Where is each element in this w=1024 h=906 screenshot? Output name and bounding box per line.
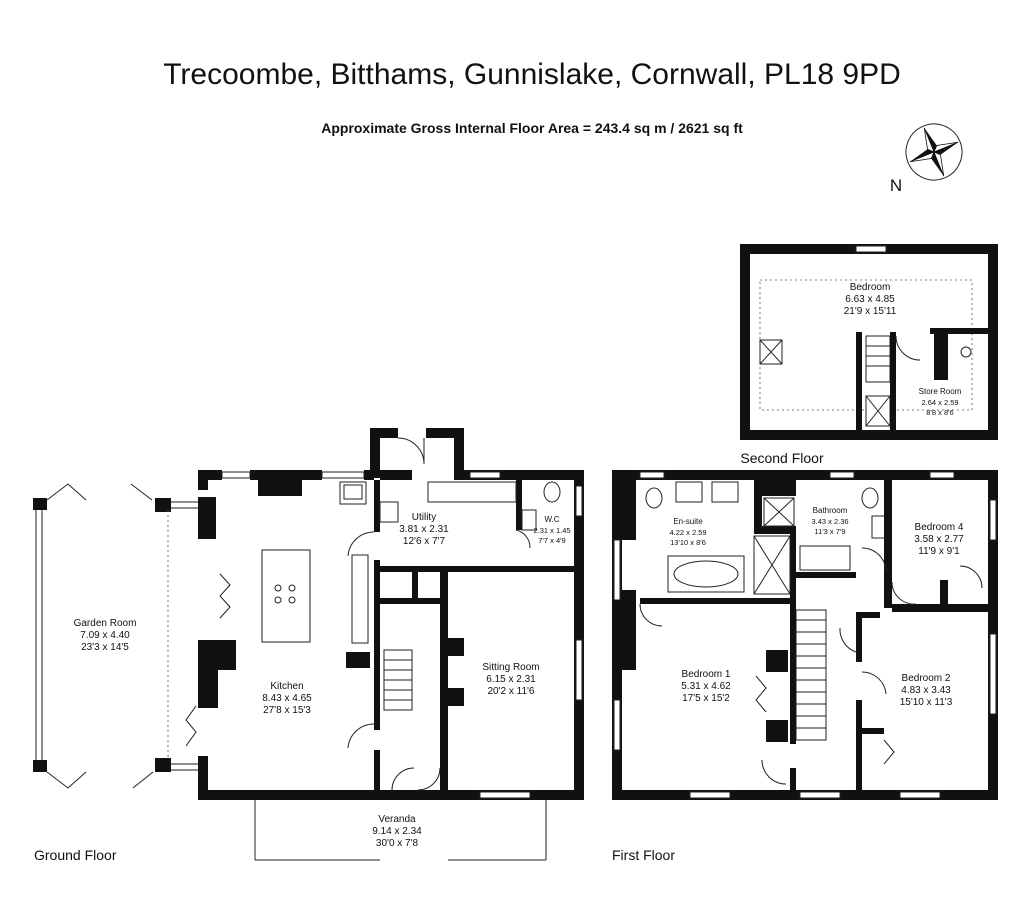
bedroom-1-metric: 5.31 x 4.62 <box>681 681 731 692</box>
room-label-en-suite: En-suite 4.22 x 2.59 13'10 x 8'6 <box>669 517 706 547</box>
veranda-imperial: 30'0 x 7'8 <box>376 838 419 849</box>
bedroom-4-metric: 3.58 x 2.77 <box>914 534 964 545</box>
room-label-bedroom-4: Bedroom 4 3.58 x 2.77 11'9 x 9'1 <box>914 522 964 557</box>
bedroom-4-name: Bedroom 4 <box>915 522 964 533</box>
en-suite-name: En-suite <box>673 517 703 526</box>
property-address-title: Trecoombe, Bitthams, Gunnislake, Cornwal… <box>163 58 901 91</box>
compass-rose-icon <box>905 123 963 181</box>
sitting-room-metric: 6.15 x 2.31 <box>486 674 536 685</box>
kitchen-metric: 8.43 x 4.65 <box>262 693 312 704</box>
garden-room-metric: 7.09 x 4.40 <box>80 630 130 641</box>
store-room-metric: 2.64 x 2.59 <box>921 398 958 407</box>
sitting-room-name: Sitting Room <box>482 662 539 673</box>
store-room-name: Store Room <box>919 387 962 396</box>
bedroom-top-name: Bedroom <box>850 282 891 293</box>
second-floor-label: Second Floor <box>740 450 824 466</box>
first-floor-plan <box>612 470 998 800</box>
first-floor-label: First Floor <box>612 847 675 863</box>
store-room-imperial: 8'8 x 8'6 <box>926 408 953 417</box>
room-label-bedroom-2: Bedroom 2 4.83 x 3.43 15'10 x 11'3 <box>900 673 953 708</box>
floor-area-subtitle: Approximate Gross Internal Floor Area = … <box>321 120 743 136</box>
ground-floor-label: Ground Floor <box>34 847 117 863</box>
bedroom-top-imperial: 21'9 x 15'11 <box>844 306 897 317</box>
room-label-garden-room: Garden Room 7.09 x 4.40 23'3 x 14'5 <box>74 618 137 653</box>
wc-metric: 2.31 x 1.45 <box>533 526 570 535</box>
utility-metric: 3.81 x 2.31 <box>399 524 449 535</box>
bedroom-2-imperial: 15'10 x 11'3 <box>900 697 953 708</box>
room-label-utility: Utility 3.81 x 2.31 12'6 x 7'7 <box>399 512 449 547</box>
bedroom-2-name: Bedroom 2 <box>902 673 951 684</box>
compass-north-label: N <box>890 176 902 195</box>
room-label-bedroom-top: Bedroom 6.63 x 4.85 21'9 x 15'11 <box>844 282 897 317</box>
sitting-room-imperial: 20'2 x 11'6 <box>487 686 534 697</box>
veranda-name: Veranda <box>378 814 416 825</box>
veranda-metric: 9.14 x 2.34 <box>372 826 422 837</box>
room-label-veranda: Veranda 9.14 x 2.34 30'0 x 7'8 <box>372 814 422 849</box>
ground-floor-plan <box>33 428 584 861</box>
garden-room-name: Garden Room <box>74 618 137 629</box>
bathroom-name: Bathroom <box>813 506 848 515</box>
bedroom-4-imperial: 11'9 x 9'1 <box>918 546 960 557</box>
room-label-bedroom-1: Bedroom 1 5.31 x 4.62 17'5 x 15'2 <box>681 669 731 704</box>
utility-imperial: 12'6 x 7'7 <box>403 536 446 547</box>
garden-room-imperial: 23'3 x 14'5 <box>81 642 129 653</box>
kitchen-imperial: 27'8 x 15'3 <box>263 705 311 716</box>
wc-name: W.C <box>544 515 559 524</box>
wc-imperial: 7'7 x 4'9 <box>538 536 565 545</box>
bathroom-metric: 3.43 x 2.36 <box>811 517 848 526</box>
room-label-store-room: Store Room 2.64 x 2.59 8'8 x 8'6 <box>919 387 962 417</box>
en-suite-metric: 4.22 x 2.59 <box>669 528 706 537</box>
bedroom-top-metric: 6.63 x 4.85 <box>845 294 895 305</box>
room-label-wc: W.C 2.31 x 1.45 7'7 x 4'9 <box>533 515 570 545</box>
utility-name: Utility <box>412 512 436 523</box>
bedroom-1-imperial: 17'5 x 15'2 <box>682 693 730 704</box>
room-label-sitting-room: Sitting Room 6.15 x 2.31 20'2 x 11'6 <box>482 662 539 697</box>
bedroom-1-name: Bedroom 1 <box>682 669 731 680</box>
en-suite-imperial: 13'10 x 8'6 <box>670 538 706 547</box>
bathroom-imperial: 11'3 x 7'9 <box>814 527 845 536</box>
bedroom-2-metric: 4.83 x 3.43 <box>901 685 951 696</box>
room-label-kitchen: Kitchen 8.43 x 4.65 27'8 x 15'3 <box>262 681 312 716</box>
second-floor-plan <box>740 244 998 440</box>
room-label-bathroom: Bathroom 3.43 x 2.36 11'3 x 7'9 <box>811 506 848 536</box>
kitchen-name: Kitchen <box>270 681 303 692</box>
